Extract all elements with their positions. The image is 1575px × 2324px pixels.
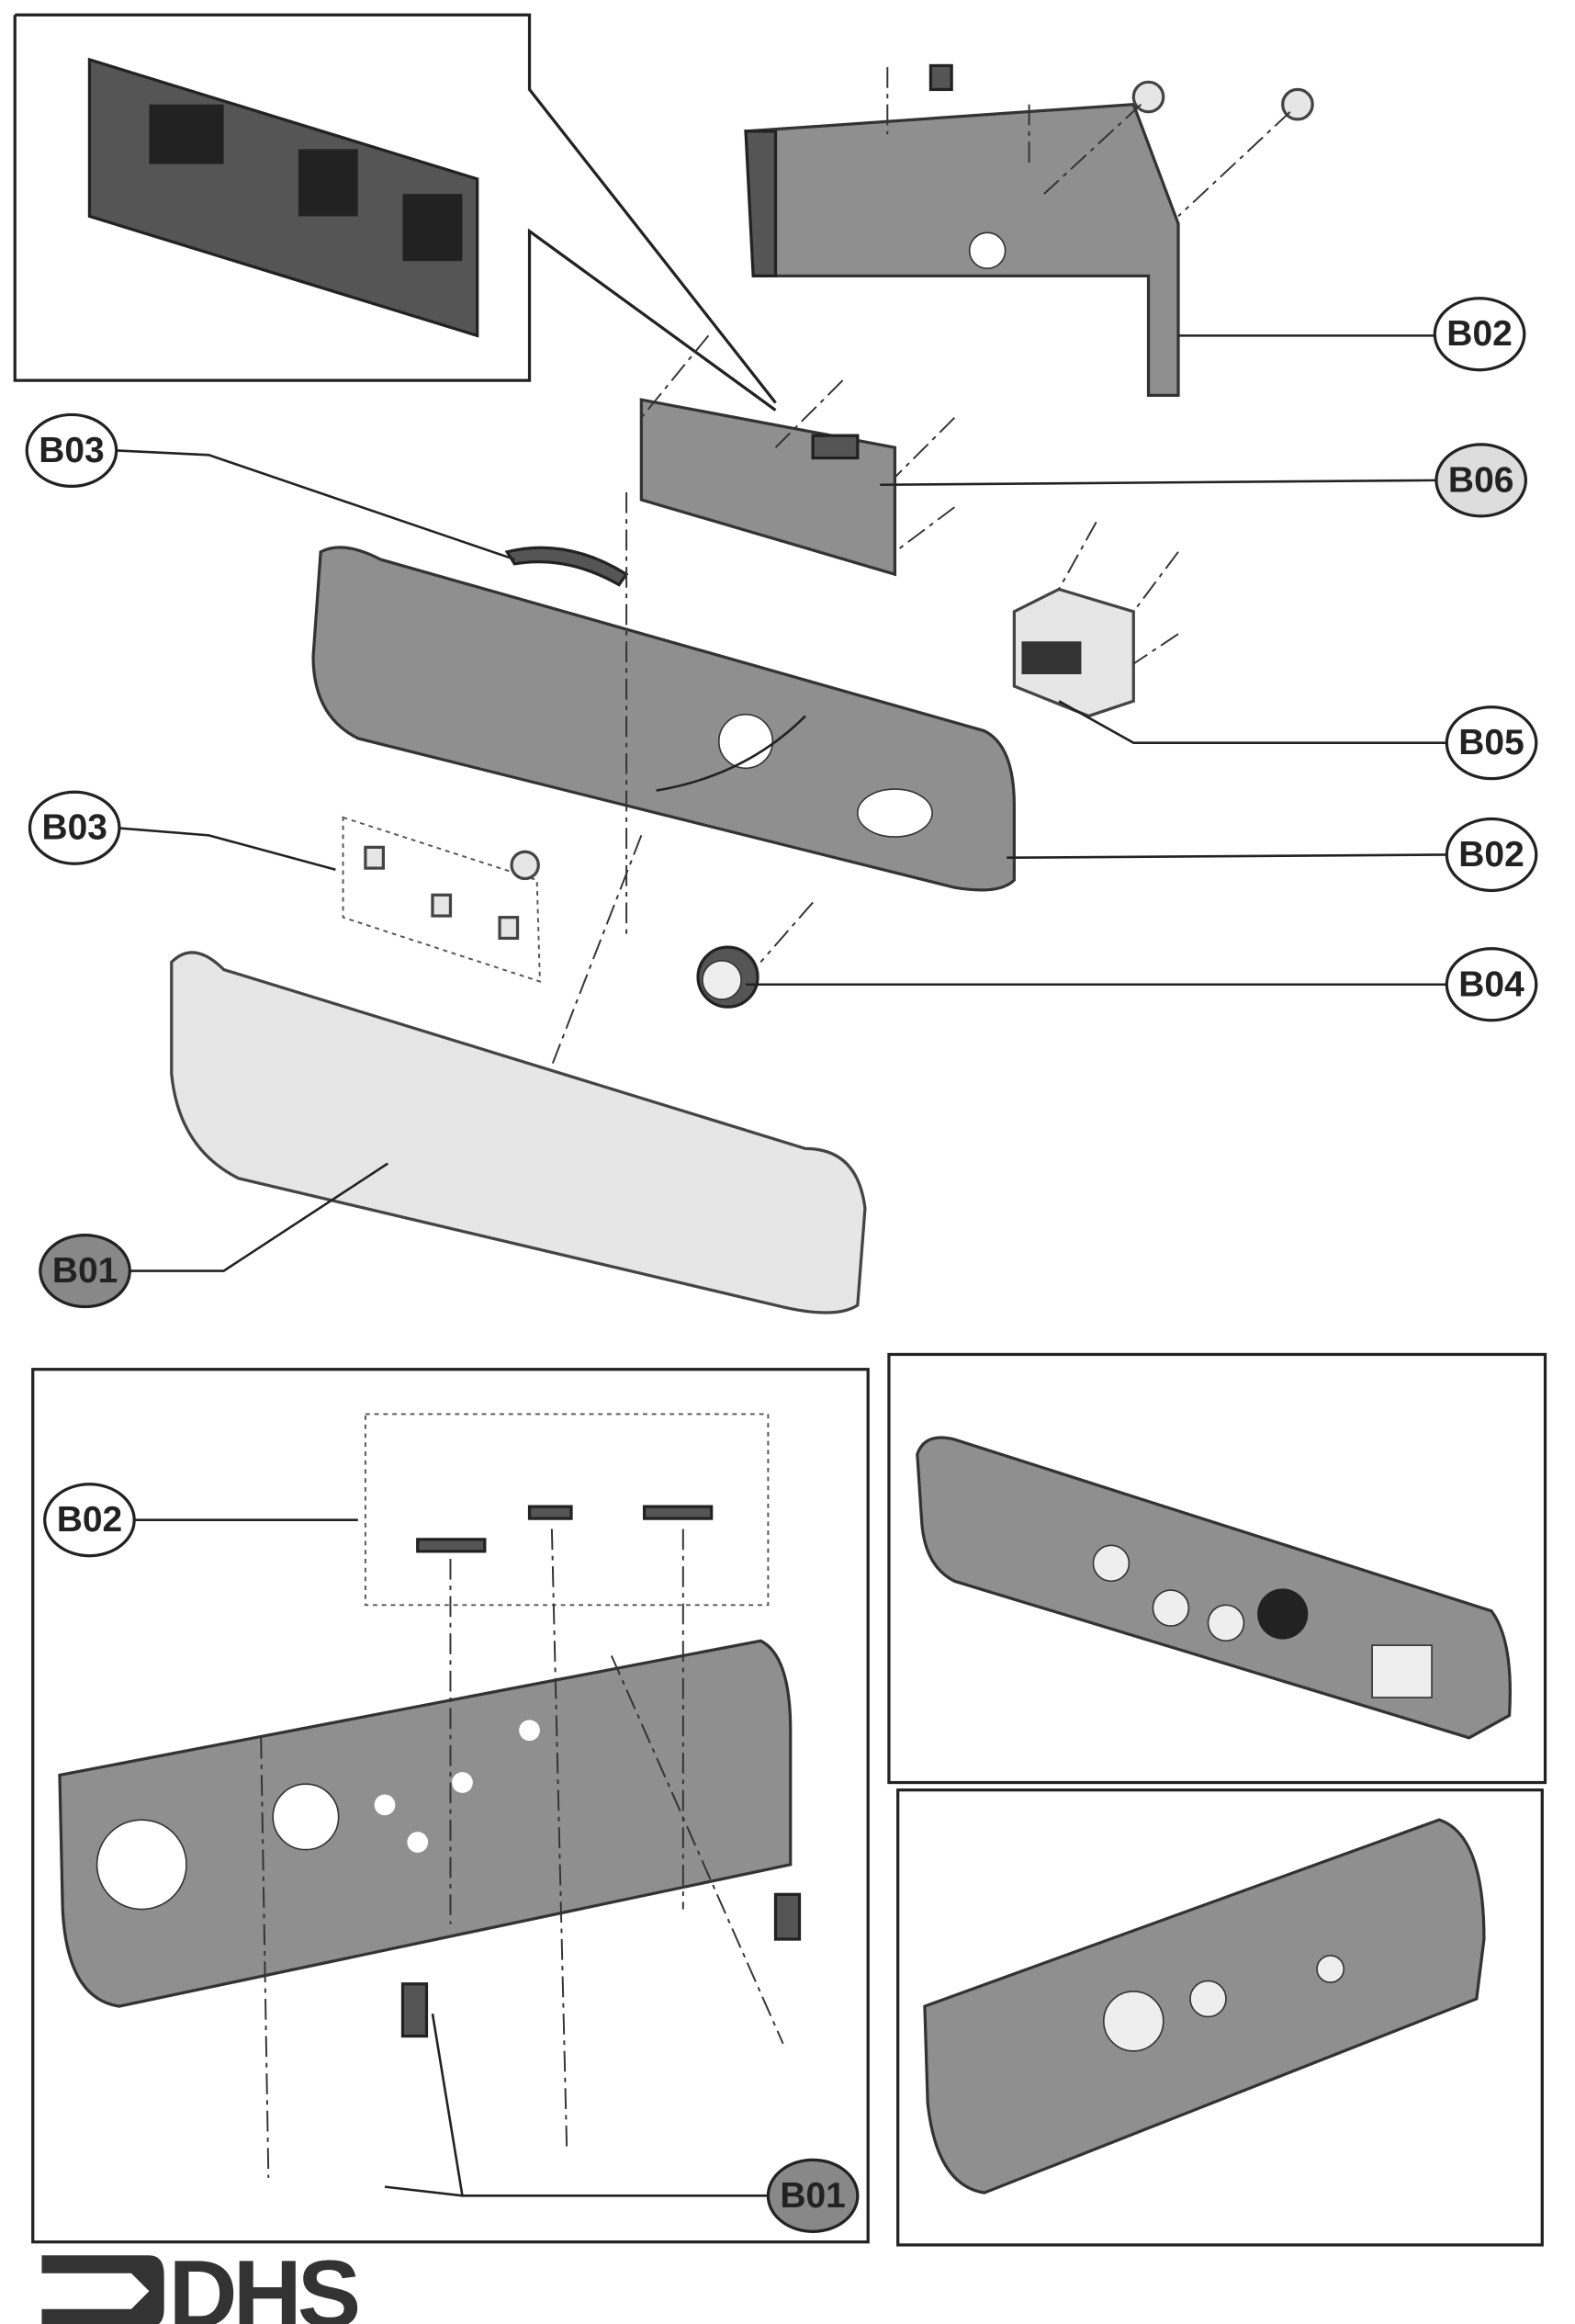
callout-b02-panel: B02	[1007, 817, 1538, 893]
callout-b04-knob: B04	[746, 947, 1538, 1022]
callout-label: B01	[780, 2176, 846, 2216]
pcb-component	[149, 104, 224, 164]
button-set-part	[342, 816, 541, 983]
timer-part	[1012, 521, 1179, 718]
callout-b06-pcb: B06	[880, 443, 1528, 518]
callout-b02-inset-buttons: B02	[43, 1483, 358, 1558]
knob-part	[696, 901, 814, 1009]
callout-label: B06	[1448, 460, 1514, 500]
assembled-front-view-inset	[887, 1352, 1547, 1785]
callout-label: B04	[1458, 965, 1524, 1004]
callout-label: B02	[57, 1500, 123, 1540]
control-panel-part	[311, 491, 1016, 1105]
front-cover-part	[170, 951, 867, 1314]
callout-b01-inset-clips: B01	[384, 2014, 860, 2233]
pcb-part	[639, 334, 956, 577]
logo-text: DHS	[169, 2241, 358, 2324]
callout-b03-buttons: B03	[28, 790, 336, 871]
rear-view-inset	[31, 1368, 870, 2244]
pcb-component	[298, 149, 358, 217]
dhs-logo: DHS	[41, 2241, 363, 2324]
callout-b03-lens: B03	[25, 412, 515, 561]
callout-label: B03	[41, 808, 107, 848]
callout-b05-timer: B05	[1058, 700, 1538, 781]
callout-label: B03	[39, 431, 105, 470]
lens-strip-part	[504, 546, 629, 587]
callout-label: B05	[1458, 723, 1524, 762]
assembled-rear-view-inset	[896, 1788, 1544, 2247]
callout-label: B01	[52, 1251, 118, 1291]
pcb-detail-inset	[13, 13, 777, 412]
callout-label: B02	[1446, 314, 1513, 354]
pcb-component	[402, 194, 463, 262]
top-cover-part	[744, 63, 1314, 397]
callout-b02-top-cover: B02	[1178, 297, 1526, 372]
callout-b01-front-cover: B01	[39, 1162, 388, 1309]
callout-label: B02	[1458, 835, 1524, 874]
